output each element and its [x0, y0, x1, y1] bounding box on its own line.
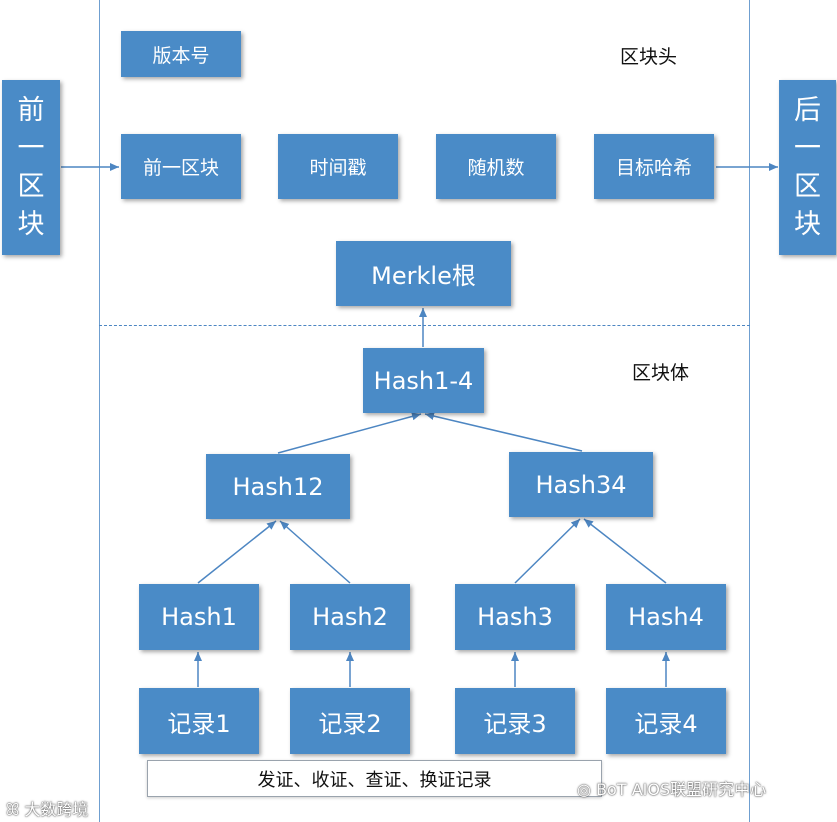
- hash-1-box: Hash1: [139, 584, 259, 650]
- arrow-hash4-to-hash34: [583, 518, 667, 584]
- arrow-hash3-to-hash34: [514, 518, 581, 584]
- hash-3-box: Hash3: [455, 584, 575, 650]
- next-block-char: 区: [794, 170, 821, 202]
- watermark-left-text: 大数跨境: [24, 800, 89, 819]
- block-frame: [99, 0, 750, 822]
- prev-block-hash-box: 前一区块: [121, 134, 241, 199]
- nonce-box: 随机数: [436, 134, 556, 199]
- hash-12-box: Hash12: [206, 454, 350, 519]
- timestamp-box: 时间戳: [278, 134, 398, 199]
- block-header-label: 区块头: [620, 46, 678, 68]
- watermark-left: ꕤ 大数跨境: [6, 796, 88, 820]
- hash-4-box: Hash4: [606, 584, 726, 650]
- wechat-icon: ◎: [577, 780, 591, 799]
- watermark-right: ◎ BoT AIOS联盟研究中心: [577, 776, 766, 800]
- next-block-char: 一: [794, 132, 821, 164]
- merkle-root-box: Merkle根: [336, 241, 511, 306]
- record-4-box: 记录4: [606, 688, 726, 754]
- watermark-right-text: BoT AIOS联盟研究中心: [596, 780, 767, 799]
- record-1-box: 记录1: [139, 688, 259, 754]
- next-block-char: 后: [794, 94, 821, 126]
- arrow-hash12-to-hash14: [277, 412, 422, 454]
- header-body-divider: [99, 325, 750, 326]
- records-caption: 发证、收证、查证、换证记录: [147, 760, 602, 797]
- record-2-box: 记录2: [290, 688, 410, 754]
- hash-34-box: Hash34: [509, 452, 653, 517]
- arrow-hash34-to-hash14: [424, 412, 583, 452]
- record-3-box: 记录3: [455, 688, 575, 754]
- next-block-char: 块: [794, 208, 821, 240]
- previous-block-char: 区: [17, 170, 45, 202]
- version-box: 版本号: [121, 31, 241, 77]
- previous-block-char: 块: [17, 208, 45, 240]
- previous-block-char: 一: [17, 132, 45, 164]
- next-block: 后 一 区 块: [779, 80, 836, 255]
- hash-2-box: Hash2: [290, 584, 410, 650]
- hash-1-4-box: Hash1-4: [363, 348, 484, 413]
- block-body-label: 区块体: [632, 362, 690, 384]
- arrow-hash2-to-hash12: [279, 520, 351, 584]
- arrow-hash1-to-hash12: [197, 520, 277, 584]
- previous-block: 前 一 区 块: [2, 80, 60, 255]
- target-hash-box: 目标哈希: [594, 134, 714, 199]
- watermark-logo-icon: ꕤ: [6, 800, 20, 819]
- previous-block-char: 前: [17, 94, 45, 126]
